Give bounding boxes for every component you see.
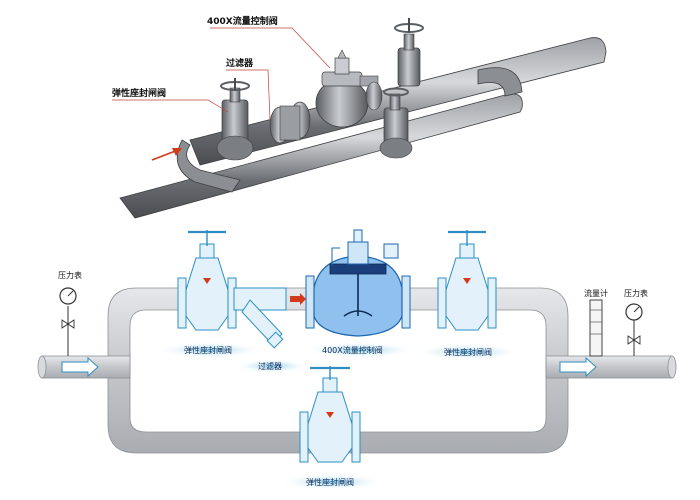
strainer-3d: [269, 101, 311, 144]
label-3d-gate-valve: 弹性座封闸阀: [112, 87, 166, 99]
illustration-3d: 400X流量控制阀 过滤器 弹性座封闸阀: [112, 15, 607, 219]
leader-flow-control: [210, 27, 331, 69]
gate-valve-3d-left: [216, 78, 254, 161]
gate-valve-2d-2: [437, 230, 497, 331]
gate-valve-2d-1: [177, 230, 237, 331]
flow-arrow-icon: [61, 356, 99, 378]
flow-control-valve-3d: [315, 49, 383, 128]
label-pressure-gauge-right: 压力表: [624, 288, 648, 298]
gate-valve-3d-upper-right: [394, 18, 424, 87]
pipe-3d-elbow-right: [477, 67, 523, 97]
strainer-2d: [233, 287, 306, 349]
label-2d-flow-control-valve: 400X流量控制阀: [322, 345, 383, 355]
label-flow-meter: 流量计: [584, 288, 608, 298]
label-pressure-gauge-left: 压力表: [58, 270, 82, 280]
flow-arrow-icon: [559, 356, 597, 378]
label-2d-gate-valve-2: 弹性座封闸阀: [444, 347, 492, 357]
gate-valve-2d-bypass: [299, 366, 361, 463]
handwheel-icon: [383, 87, 409, 97]
label-3d-flow-control-valve: 400X流量控制阀: [207, 15, 278, 27]
leader-gate-valve: [112, 99, 229, 113]
pressure-gauge-icon: [625, 303, 643, 356]
gate-valve-3d-lower-right: [379, 87, 413, 159]
leader-strainer: [226, 69, 271, 121]
label-2d-gate-valve-bypass: 弹性座封闸阀: [306, 477, 354, 487]
label-2d-gate-valve-1: 弹性座封闸阀: [184, 345, 232, 355]
label-2d-strainer: 过滤器: [258, 361, 282, 371]
flow-control-valve-2d: [305, 229, 411, 337]
pressure-gauge-icon: [59, 287, 77, 356]
flow-arrow-icon: [151, 148, 182, 161]
schematic-2d: 压力表 流量计 压力表: [37, 229, 677, 490]
flow-meter-icon: [589, 299, 603, 357]
label-3d-strainer: 过滤器: [226, 57, 254, 69]
